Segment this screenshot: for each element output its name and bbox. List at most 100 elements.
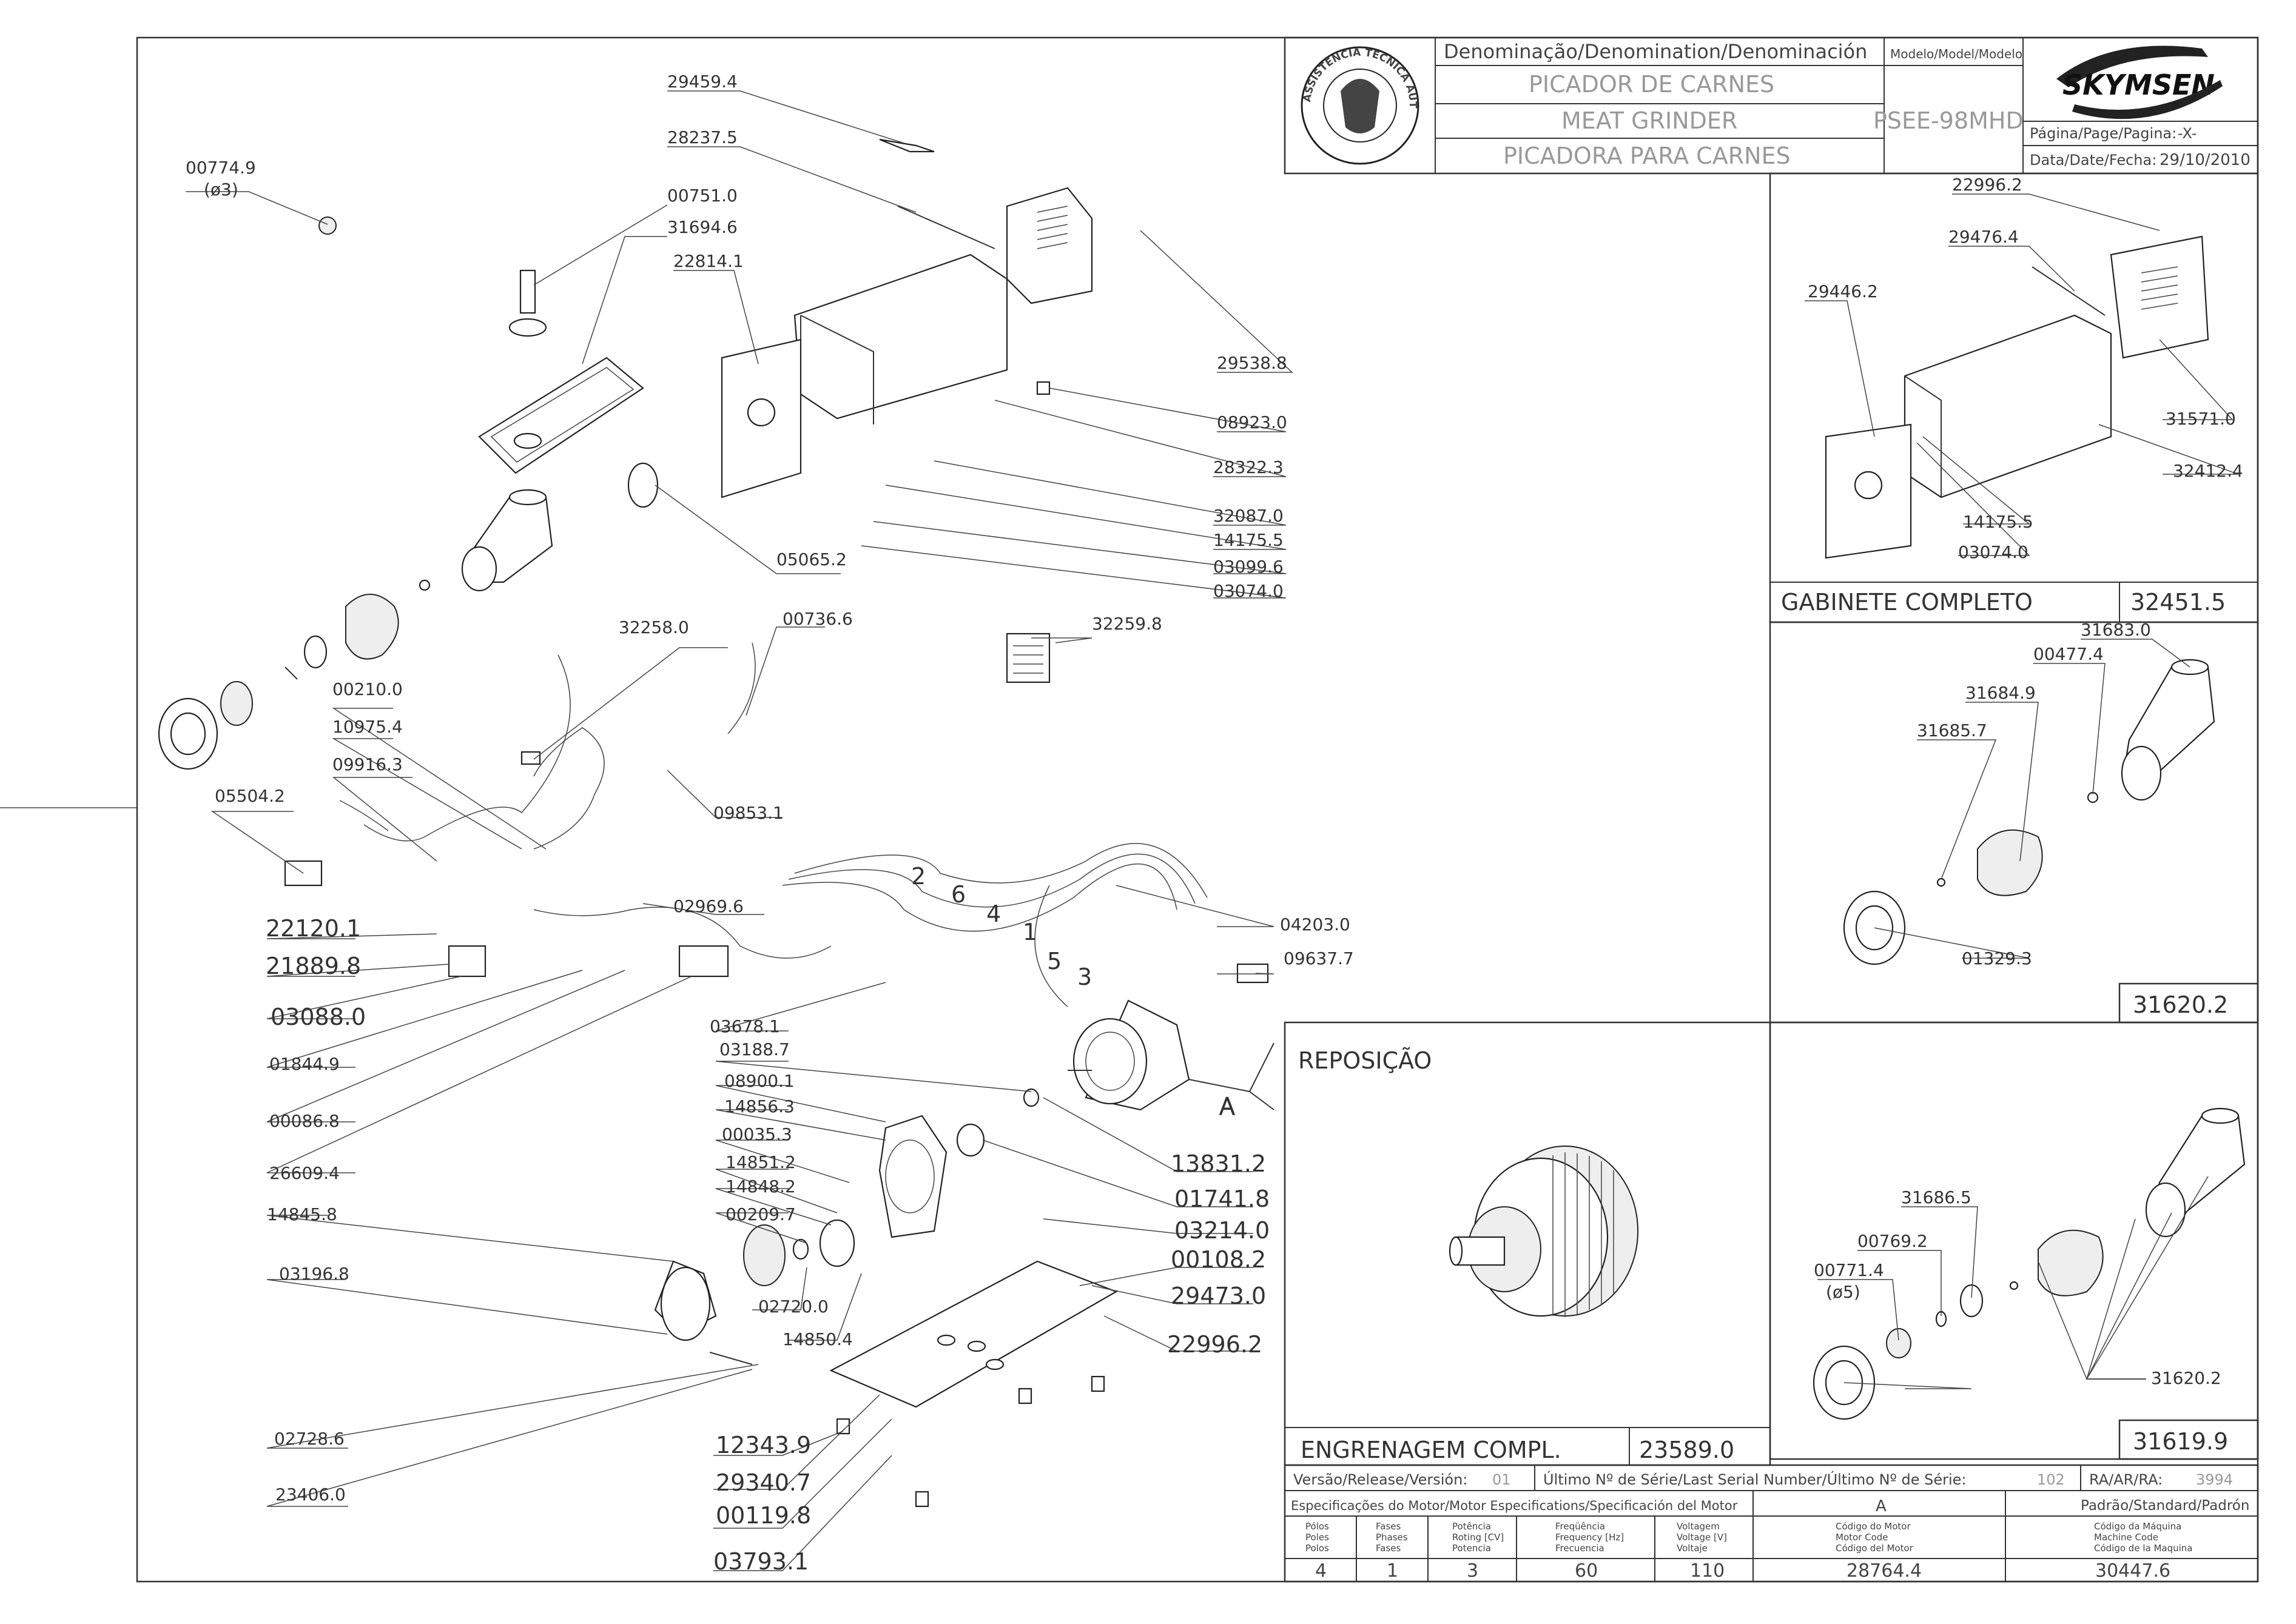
main-exploded-view <box>158 138 1274 1508</box>
replacement-caption: ENGRENAGEM COMPL. <box>1301 1437 1561 1463</box>
part-label: 00108.2 <box>1171 1246 1266 1273</box>
power-value: 3 <box>1467 1560 1478 1582</box>
part-label: 32258.0 <box>619 617 689 637</box>
svg-text:31571.0: 31571.0 <box>2166 409 2236 429</box>
part-label: 22996.2 <box>1167 1331 1262 1358</box>
part-label: 26609.4 <box>269 1163 340 1183</box>
svg-text:Frequency [Hz]: Frequency [Hz] <box>1555 1532 1624 1543</box>
part-label: 03088.0 <box>271 1004 366 1030</box>
part-label: 29473.0 <box>1171 1283 1266 1309</box>
wire-number: 4 <box>986 901 1001 927</box>
cabinet-complete-drawing <box>1825 235 2209 559</box>
svg-text:22996.2: 22996.2 <box>1952 175 2022 195</box>
model-value: PSEE-98MHD <box>1873 107 2024 134</box>
cabinet-title: GABINETE COMPLETO <box>1781 589 2033 616</box>
poles-value: 4 <box>1315 1560 1327 1582</box>
part-label: 03074.0 <box>1213 581 1284 601</box>
base-plate-drawing <box>829 1260 1118 1508</box>
svg-text:31684.9: 31684.9 <box>1965 683 2036 703</box>
main-part-labels: 29459.4 28237.5 00774.9 (ø3) 00751.0 316… <box>186 72 1354 1575</box>
svg-text:Poles: Poles <box>1305 1532 1329 1543</box>
page-label: Página/Page/Pagina: <box>2030 125 2176 142</box>
ra-value: 3994 <box>2196 1471 2233 1488</box>
svg-text:ASSISTÊNCIA TÉCNICA AUTORIZADA: ASSISTÊNCIA TÉCNICA AUTORIZADA <box>0 0 1419 109</box>
phases-value: 1 <box>1387 1560 1398 1582</box>
svg-text:Voltage [V]: Voltage [V] <box>1677 1532 1727 1543</box>
part-label: 00035.3 <box>722 1124 792 1144</box>
seal-text: ASSISTÊNCIA TÉCNICA AUTORIZADA <box>0 0 1419 109</box>
part-label: 09916.3 <box>332 754 403 774</box>
part-label: 29340.7 <box>716 1469 811 1496</box>
part-label: 03793.1 <box>713 1548 809 1575</box>
part-label: 28237.5 <box>667 127 738 147</box>
cabinet-drawing <box>721 138 1093 498</box>
part-label: 00736.6 <box>783 609 853 629</box>
svg-text:Código da Máquina: Código da Máquina <box>2094 1521 2181 1532</box>
part-label: 14850.4 <box>783 1329 853 1349</box>
ra-label: RA/AR/RA: <box>2089 1471 2163 1488</box>
svg-text:Fases: Fases <box>1376 1521 1401 1532</box>
part-label: 05065.2 <box>776 549 847 569</box>
model-label: Modelo/Model/Modelo <box>1890 47 2022 61</box>
part-label: (ø3) <box>204 180 238 200</box>
svg-text:31683.0: 31683.0 <box>2081 620 2151 640</box>
part-label: 22814.1 <box>673 251 744 271</box>
svg-text:Motor Code: Motor Code <box>1836 1532 1888 1543</box>
part-label: 03196.8 <box>279 1264 349 1284</box>
svg-text:Machine Code: Machine Code <box>2094 1532 2158 1543</box>
part-label: 08900.1 <box>724 1071 795 1091</box>
brand-logo: SKYMSEN <box>2056 45 2223 119</box>
svg-text:00477.4: 00477.4 <box>2033 644 2104 664</box>
wire-number: 2 <box>911 863 926 890</box>
serial-label: Último Nº de Série/Last Serial Number/Úl… <box>1543 1470 1966 1488</box>
voltage-value: 110 <box>1690 1560 1725 1582</box>
part-label: 14845.8 <box>267 1204 337 1224</box>
part-label: 21889.8 <box>266 953 361 979</box>
part-label: 02728.6 <box>274 1429 345 1449</box>
product-name-es: PICADORA PARA CARNES <box>1503 143 1791 169</box>
part-label: 01844.9 <box>269 1054 340 1074</box>
cabinet-code: 32451.5 <box>2130 589 2226 616</box>
version-value: 01 <box>1492 1471 1511 1488</box>
head-assembly-1-drawing <box>1843 659 2215 965</box>
replacement-code: 23589.0 <box>1639 1437 1734 1463</box>
part-label: 31694.6 <box>667 217 738 237</box>
svg-text:Frecuencia: Frecuencia <box>1555 1543 1604 1554</box>
svg-text:Pólos: Pólos <box>1305 1521 1329 1532</box>
part-label: 02969.6 <box>673 896 744 916</box>
wire-number: 3 <box>1077 964 1092 990</box>
svg-text:32412.4: 32412.4 <box>2173 461 2243 481</box>
part-label: 03678.1 <box>710 1016 780 1036</box>
svg-text:31685.7: 31685.7 <box>1917 720 1987 740</box>
part-label: 03188.7 <box>719 1039 790 1059</box>
replacement-title: REPOSIÇÃO <box>1298 1047 1432 1074</box>
motor-spec-label: Especificações do Motor/Motor Especifica… <box>1291 1498 1738 1513</box>
date-label: Data/Date/Fecha: <box>2030 152 2156 169</box>
part-label: 00774.9 <box>186 158 256 178</box>
svg-text:31620.2: 31620.2 <box>2151 1368 2221 1388</box>
svg-text:Roting [CV]: Roting [CV] <box>1452 1532 1504 1543</box>
svg-text:(ø5): (ø5) <box>1826 1282 1860 1302</box>
part-label: 00086.8 <box>269 1111 340 1131</box>
svg-text:Freqüência: Freqüência <box>1555 1521 1605 1532</box>
machine-code-value: 30447.6 <box>2095 1560 2170 1582</box>
part-label: 14848.2 <box>725 1176 796 1196</box>
product-name-pt: PICADOR DE CARNES <box>1529 71 1774 98</box>
motor-column: A <box>1876 1497 1887 1515</box>
part-label: 10975.4 <box>332 717 403 737</box>
svg-text:Voltagem: Voltagem <box>1677 1521 1720 1532</box>
svg-text:14175.5: 14175.5 <box>1963 512 2033 532</box>
serial-value: 102 <box>2037 1471 2065 1488</box>
svg-text:31686.5: 31686.5 <box>1901 1187 1971 1207</box>
gearbox-drawing <box>654 1088 1040 1365</box>
part-label: 01741.8 <box>1174 1186 1270 1212</box>
head2-part-labels: 31686.5 00769.2 00771.4 (ø5) 31620.2 <box>1814 1187 2221 1388</box>
wire-number: 6 <box>951 881 966 908</box>
svg-text:29476.4: 29476.4 <box>1948 227 2019 247</box>
svg-text:01329.3: 01329.3 <box>1962 948 2032 968</box>
frequency-value: 60 <box>1575 1560 1598 1582</box>
part-label: 09853.1 <box>713 803 784 823</box>
grinder-head-drawing <box>158 462 659 770</box>
cabinet-part-labels: 22996.2 29476.4 29446.2 31571.0 32412.4 … <box>1808 175 2243 562</box>
